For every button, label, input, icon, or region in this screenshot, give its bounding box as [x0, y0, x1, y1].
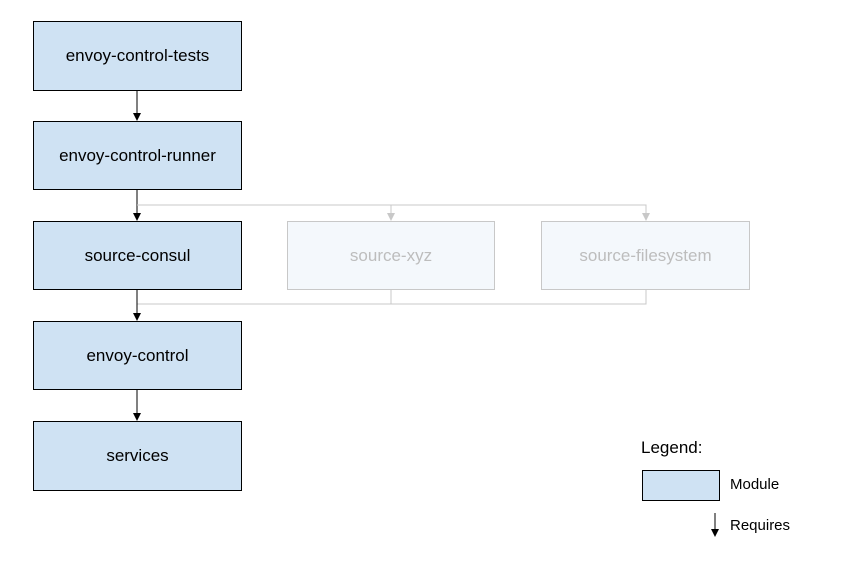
module-label: envoy-control-runner	[59, 145, 216, 165]
legend-requires-label: Requires	[730, 517, 791, 534]
module-source-consul: source-consul	[33, 221, 242, 290]
edge-source-xyz-to-envoy-control	[137, 290, 392, 305]
module-envoy-control-tests: envoy-control-tests	[33, 21, 242, 91]
module-label: envoy-control-tests	[65, 46, 210, 65]
legend-module-label: Module	[730, 476, 780, 493]
module-label: envoy-control	[86, 345, 189, 365]
edge-runner-to-source-filesystem	[391, 204, 650, 221]
edge-runner-to-source-xyz	[137, 204, 395, 221]
module-envoy-control-runner: envoy-control-runner	[33, 121, 242, 190]
module-label: source-consul	[84, 245, 191, 265]
module-source-filesystem: source-filesystem	[541, 221, 750, 290]
edge-source-filesystem-to-envoy-control	[391, 290, 647, 305]
module-source-xyz: source-xyz	[287, 221, 495, 290]
module-label: services	[106, 446, 169, 465]
module-services: services	[33, 421, 242, 491]
legend-module-swatch	[642, 470, 720, 501]
legend-title: Legend:	[641, 438, 703, 457]
module-envoy-control: envoy-control	[33, 321, 242, 390]
module-label: source-xyz	[349, 245, 433, 265]
module-label: source-filesystem	[579, 245, 712, 265]
